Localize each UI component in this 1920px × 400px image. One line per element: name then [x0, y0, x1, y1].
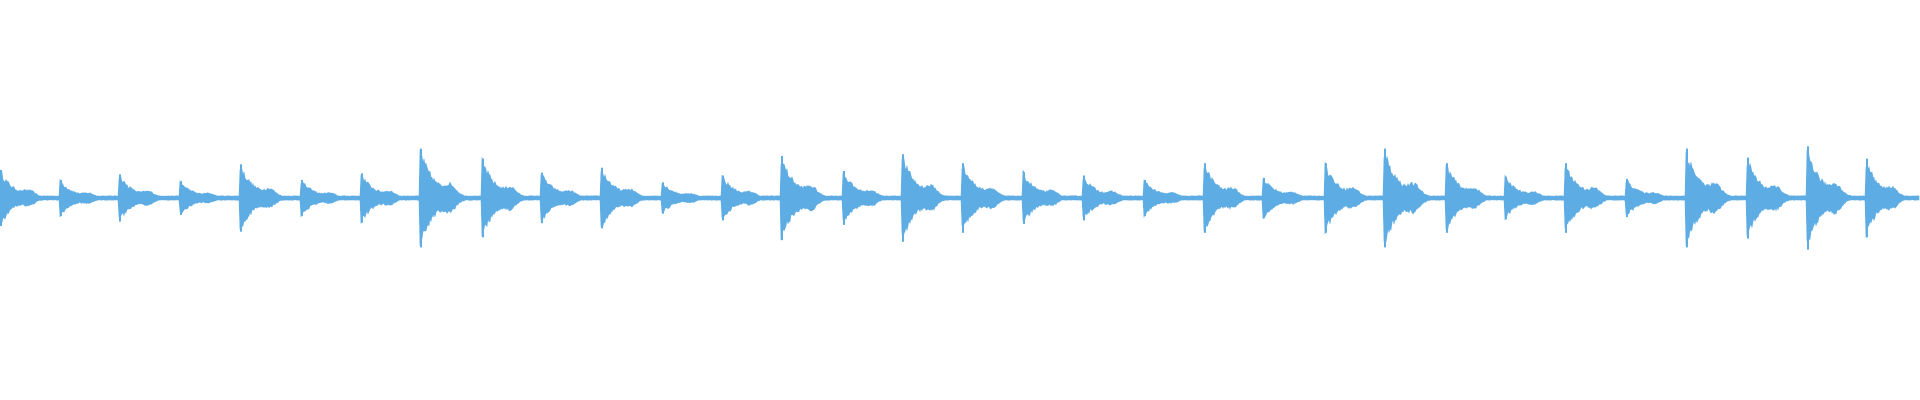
transient-spike — [1686, 148, 1688, 248]
transient-spike — [1505, 176, 1507, 220]
transient-spike — [662, 182, 664, 214]
transient-spike — [482, 158, 484, 238]
transient-spike — [240, 164, 242, 232]
transient-spike — [361, 173, 363, 223]
transient-spike — [1807, 146, 1809, 250]
transient-spike — [301, 180, 303, 216]
transient-spike — [1747, 157, 1749, 239]
transient-spike — [420, 148, 422, 248]
transient-spike — [0, 169, 2, 227]
transient-spike — [180, 181, 182, 215]
transient-spike — [962, 163, 964, 233]
transient-spike — [1144, 180, 1146, 216]
transient-spike — [119, 174, 121, 222]
transient-spike — [1023, 172, 1025, 224]
transient-spike — [1866, 158, 1868, 238]
transient-spike — [1446, 163, 1448, 233]
transient-spike — [60, 180, 62, 216]
transient-spike — [843, 171, 845, 225]
transient-spike — [1565, 163, 1567, 233]
waveform-path — [0, 147, 1920, 247]
transient-spike — [541, 172, 543, 224]
transient-spike — [1083, 175, 1085, 221]
transient-spike — [722, 175, 724, 221]
transient-spike — [902, 154, 904, 242]
transient-spike — [1325, 163, 1327, 233]
transient-spike — [1626, 178, 1628, 218]
transient-spike — [1263, 177, 1265, 219]
waveform-body — [0, 146, 1920, 250]
transient-spike — [601, 167, 603, 229]
transient-spike — [1384, 148, 1386, 248]
transient-spike — [781, 155, 783, 241]
transient-spike — [1204, 163, 1206, 233]
